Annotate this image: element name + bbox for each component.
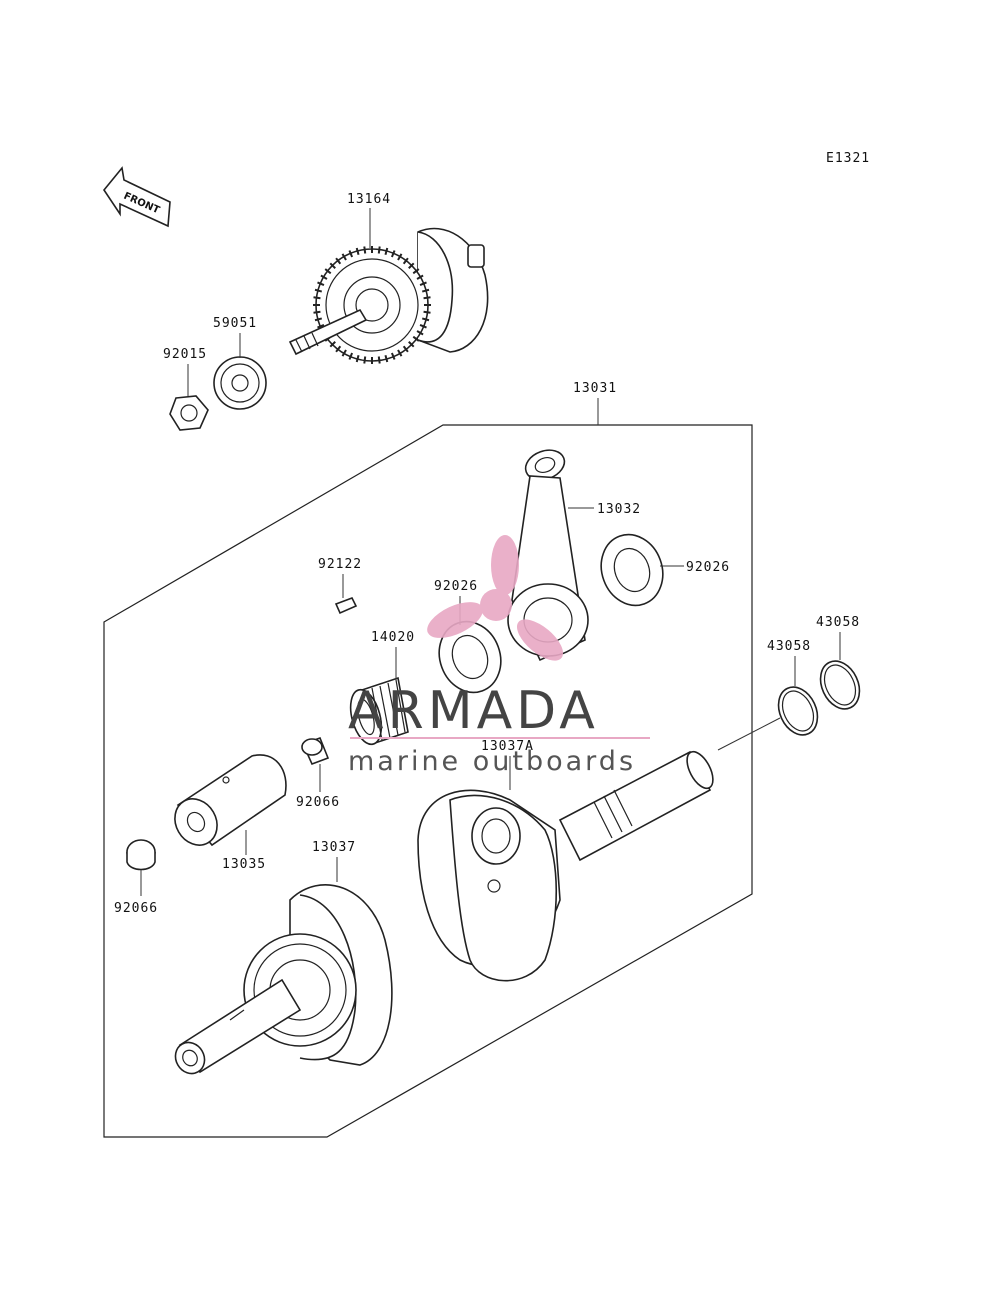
label-92026-left: 92026 <box>434 579 478 594</box>
label-59051: 59051 <box>213 316 257 331</box>
watermark-brand: ARMADA <box>348 681 599 741</box>
bushing-92066-lower <box>126 839 156 871</box>
diagram-code: E1321 <box>826 151 870 166</box>
label-13037A: 13037A <box>481 739 534 754</box>
label-92066-lower: 92066 <box>114 901 158 916</box>
crankshaft-half-13037 <box>174 884 393 1075</box>
label-14020: 14020 <box>371 630 415 645</box>
crank-pin-13035 <box>174 754 287 847</box>
washer-92026-right <box>600 533 664 607</box>
balancer-shaft-13164 <box>288 227 489 364</box>
label-13032: 13032 <box>597 502 641 517</box>
bushing-92066-upper <box>301 736 330 766</box>
label-13031: 13031 <box>573 381 617 396</box>
label-13164: 13164 <box>347 192 391 207</box>
label-92015: 92015 <box>163 347 207 362</box>
label-92066-upper: 92066 <box>296 795 340 810</box>
crankshaft-half-13037A <box>417 750 714 982</box>
watermark-divider <box>350 737 650 739</box>
needle-bearing-14020 <box>349 676 409 746</box>
gear-59051 <box>213 356 267 410</box>
label-92122: 92122 <box>318 557 362 572</box>
watermark-tagline: marine outboards <box>348 746 636 777</box>
armada-logo <box>427 535 564 661</box>
nut-92015 <box>169 395 209 431</box>
label-92026-right: 92026 <box>686 560 730 575</box>
label-13037: 13037 <box>312 840 356 855</box>
label-43058-inner: 43058 <box>767 639 811 654</box>
front-arrow-icon: FRONT <box>103 166 171 228</box>
label-13035: 13035 <box>222 857 266 872</box>
label-43058-outer: 43058 <box>816 615 860 630</box>
pin-92122 <box>334 596 358 615</box>
ring-43058-inner <box>777 686 819 736</box>
assembly-outline <box>103 424 753 1138</box>
ring-43058-outer <box>819 660 861 710</box>
